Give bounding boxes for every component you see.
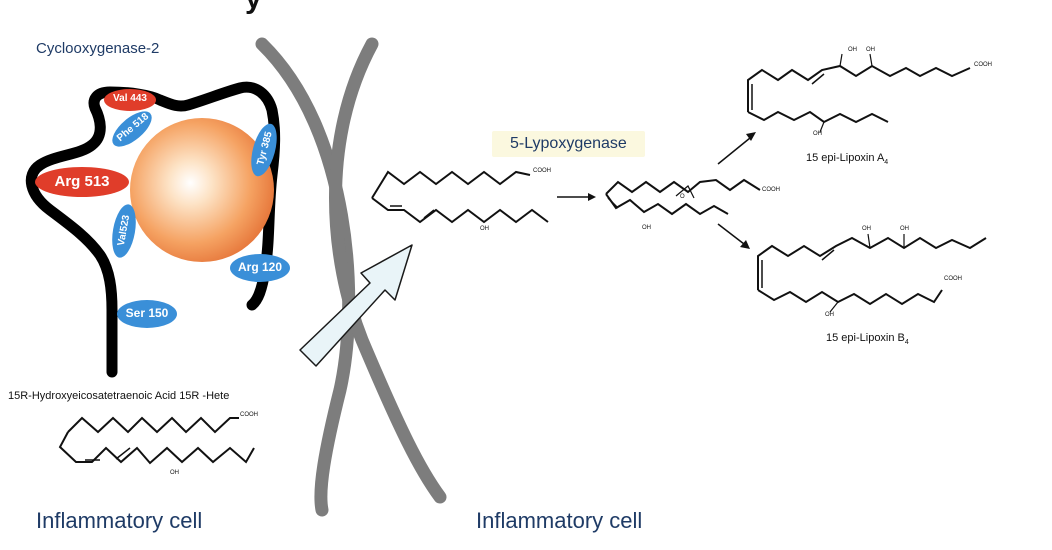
lipoxygenase-label: 5-Lypoxygenase (492, 131, 645, 157)
intermediate-structure (605, 178, 761, 216)
reaction-arrow-2 (717, 137, 751, 165)
oh-label-3: OH (642, 225, 651, 231)
cooh-label-2: COOH (533, 168, 551, 174)
substrate-label: 15R-Hydroxyeicosatetraenoic Acid 15R -He… (8, 390, 230, 402)
reaction-arrow-3 (717, 223, 745, 245)
lipoxin-b4-cooh: COOH (944, 276, 962, 282)
lipoxin-b4-oh-1: OH (862, 226, 871, 232)
lipoxin-b4-oh-2: OH (900, 226, 909, 232)
residue-arg120-shape (230, 254, 290, 282)
residue-phe518-shape (112, 111, 152, 147)
oh-label-1: OH (170, 470, 179, 476)
reaction-arrow-2-head (746, 132, 756, 141)
residue-arg513: Arg 513 (54, 173, 110, 190)
right-panel-label: Inflammatory cell (476, 508, 643, 533)
lipoxin-a4-cooh: COOH (974, 62, 992, 68)
cell-membrane-right (329, 37, 447, 504)
transfer-arrow (299, 244, 413, 367)
lipoxin-b4-structure (757, 233, 987, 313)
left-panel-label: Inflammatory cell (36, 508, 203, 533)
lipoxin-b4-name: 15 epi-Lipoxin B4 (826, 332, 909, 346)
lipoxin-b4-subscript: 4 (904, 339, 909, 347)
reaction-arrow-1-head (588, 193, 596, 201)
substrate-sphere (130, 118, 274, 262)
residue-val443-shape (104, 89, 156, 111)
lipoxin-b4-oh-3: OH (825, 312, 834, 318)
residue-val443: Val 443 (113, 93, 147, 104)
substrate-structure-2 (371, 170, 549, 224)
lipoxin-a4-structure (747, 53, 971, 133)
residue-ser150: Ser 150 (125, 306, 169, 320)
residue-ser150-shape (117, 300, 177, 328)
lipoxin-a4-name-text: 15 epi-Lipoxin A (806, 152, 885, 164)
residue-arg120: Arg 120 (237, 260, 283, 274)
cooh-label-3: COOH (762, 187, 780, 193)
lipoxin-a4-oh-2: OH (866, 47, 875, 53)
reaction-arrow-3-head (740, 240, 750, 249)
cell-membrane-left (255, 37, 356, 517)
residue-arg513-shape (35, 167, 129, 197)
o-label-epoxide: O (680, 194, 685, 200)
substrate-structure (58, 416, 255, 465)
header-fragment: y (245, 0, 262, 16)
residue-val523-shape (112, 204, 136, 258)
lipoxin-a4-name: 15 epi-Lipoxin A4 (806, 152, 888, 166)
cooh-label-1: COOH (240, 412, 258, 418)
lipoxin-a4-oh-1: OH (848, 47, 857, 53)
oh-label-2: OH (480, 226, 489, 232)
enzyme-title: Cyclooxygenase-2 (36, 40, 160, 57)
lipoxin-a4-subscript: 4 (884, 159, 889, 167)
lipoxin-b4-name-text: 15 epi-Lipoxin B (826, 332, 905, 344)
lipoxin-a4-oh-3: OH (813, 131, 822, 137)
residue-tyr385-shape (251, 123, 277, 177)
